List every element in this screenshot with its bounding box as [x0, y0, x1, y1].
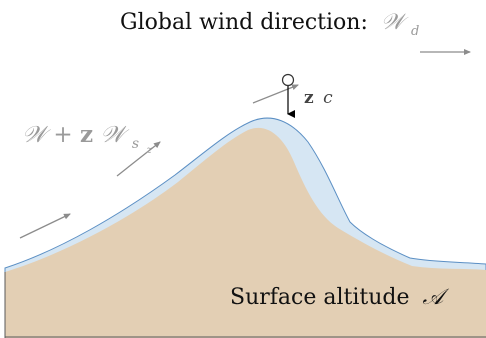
title-subscript: d	[411, 24, 419, 39]
terrain-border	[4, 272, 486, 338]
wind-arrow-2	[116, 141, 161, 177]
wind-arrow-3	[252, 84, 299, 104]
wind-label-sub-subscript: z	[145, 145, 152, 156]
title-prefix: Global wind direction:	[120, 10, 368, 35]
particle-label-italic-c: c	[323, 88, 333, 108]
particle-circle	[281, 73, 295, 87]
wind-arrow-1	[19, 213, 71, 239]
title-text: Global wind direction: 𝒲 d	[120, 10, 419, 39]
wind-label-subscript: s	[132, 136, 139, 152]
wind-label-plus: +	[53, 122, 72, 148]
particle-label: z c	[304, 88, 333, 108]
wind-label-symbol-a: 𝒲	[22, 122, 51, 148]
wind-label: 𝒲 + z 𝒲 s z	[22, 121, 152, 156]
particle-label-bold-z: z	[304, 88, 314, 108]
title-symbol: 𝒲	[381, 10, 409, 35]
surface-altitude-text: Surface altitude	[230, 285, 410, 310]
terrain-surface	[5, 127, 486, 338]
wind-label-symbol-b: 𝒲	[100, 122, 129, 148]
wind-label-bold-z: z	[80, 121, 93, 148]
